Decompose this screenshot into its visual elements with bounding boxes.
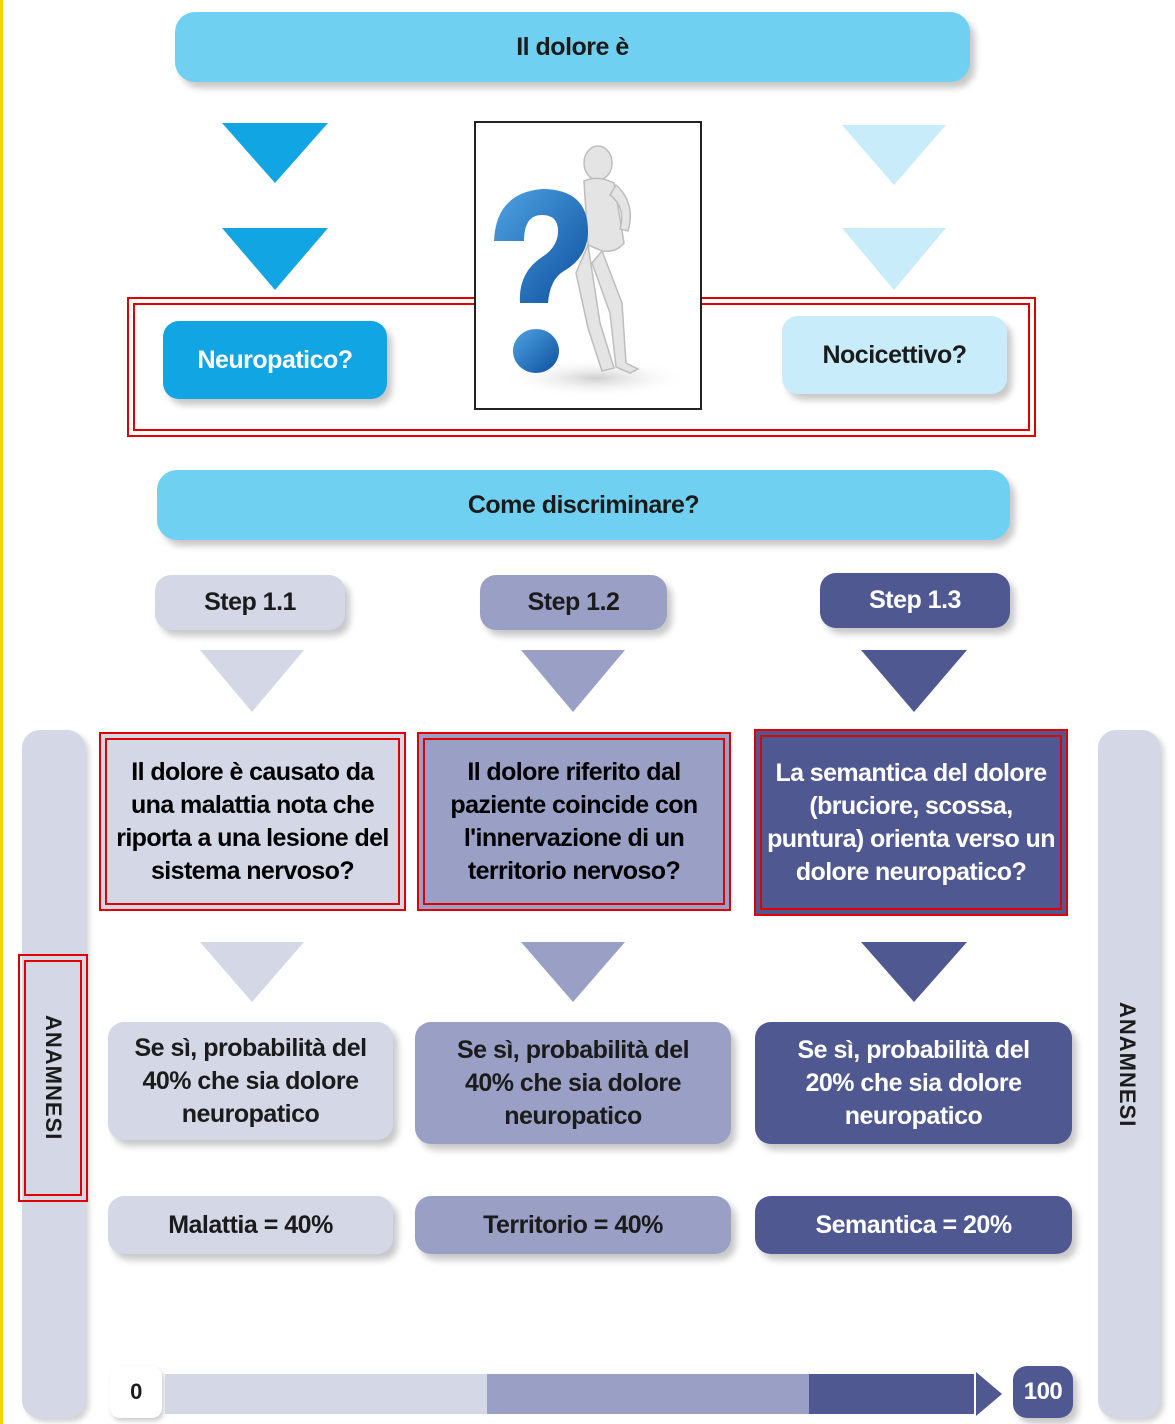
scale-segment-step-2: [487, 1374, 809, 1414]
step-result-text: Se sì, probabilità del 40% che sia dolor…: [134, 1033, 367, 1128]
arrow-down-icon: [861, 650, 967, 712]
left-sidebar-label-box: ANAMNESI: [18, 954, 88, 1202]
step-1-3-result: Se sì, probabilità del 20% che sia dolor…: [755, 1022, 1072, 1144]
step-1-3-pill: Step 1.3: [820, 573, 1010, 628]
step-summary-text: Malattia = 40%: [168, 1210, 333, 1239]
scale-start-label: 0: [130, 1379, 142, 1404]
scale-arrow-icon: [976, 1372, 1002, 1416]
arrow-down-icon: [200, 942, 304, 1002]
step-label: Step 1.3: [869, 586, 961, 614]
step-1-2-result: Se sì, probabilità del 40% che sia dolor…: [415, 1022, 731, 1144]
step-question-text: Il dolore riferito dal paziente coincide…: [450, 757, 698, 885]
step-question-text: Il dolore è causato da una malattia nota…: [116, 757, 389, 885]
neuropatico-label: Neuropatico?: [197, 345, 353, 374]
arrow-down-icon: [222, 123, 328, 183]
step-label: Step 1.2: [527, 588, 620, 616]
scale-end-label: 100: [1023, 1378, 1063, 1405]
step-1-1-question-bg: [100, 733, 405, 910]
question-title: Come discriminare?: [467, 490, 700, 519]
step-1-2-summary: Territorio = 40%: [415, 1196, 731, 1254]
step-label: Step 1.1: [204, 588, 296, 616]
arrow-down-icon: [861, 942, 967, 1002]
neuropatico-pill: Neuropatico?: [163, 321, 387, 399]
scale-start-badge: 0: [110, 1366, 162, 1418]
scale-bar: [165, 1374, 970, 1414]
header-pill: Il dolore è: [175, 12, 970, 82]
question-illustration: [474, 121, 702, 410]
left-sidebar: [22, 730, 85, 1418]
step-result-text: Se sì, probabilità del 40% che sia dolor…: [456, 1035, 690, 1130]
step-1-3-question-bg: [755, 730, 1067, 915]
arrow-down-icon: [200, 650, 304, 712]
left-sidebar-label: ANAMNESI: [41, 1015, 66, 1141]
nocicettivo-label: Nocicettivo?: [822, 340, 967, 369]
step-1-2-question-bg: [418, 733, 730, 910]
arrow-down-icon: [842, 125, 946, 185]
question-pill: Come discriminare?: [157, 470, 1010, 540]
right-sidebar-label: ANAMNESI: [1115, 1002, 1140, 1128]
step-1-1-result: Se sì, probabilità del 40% che sia dolor…: [108, 1022, 393, 1140]
step-1-1-question: Il dolore è causato da una malattia nota…: [99, 732, 406, 911]
header-title: Il dolore è: [516, 32, 629, 61]
right-sidebar: ANAMNESI: [1098, 730, 1160, 1418]
page-edge-strip: [0, 0, 3, 1424]
step-1-1-summary: Malattia = 40%: [108, 1196, 393, 1254]
step-summary-text: Territorio = 40%: [483, 1210, 663, 1239]
scale-segment-step-1: [165, 1374, 487, 1414]
step-question-text: La semantica del dolore (bruciore, scoss…: [767, 758, 1055, 886]
step-1-3-question: La semantica del dolore (bruciore, scoss…: [754, 729, 1068, 916]
step-1-3-summary: Semantica = 20%: [755, 1196, 1072, 1254]
scale-segment-step-3: [809, 1374, 970, 1414]
nocicettivo-pill: Nocicettivo?: [782, 316, 1007, 394]
scale-end-badge: 100: [1013, 1366, 1073, 1418]
step-summary-text: Semantica = 20%: [815, 1210, 1012, 1239]
arrow-down-icon: [521, 942, 625, 1002]
step-1-2-question: Il dolore riferito dal paziente coincide…: [417, 732, 731, 911]
arrow-down-icon: [842, 228, 946, 290]
scale-tick: [968, 1374, 974, 1414]
arrow-down-icon: [222, 228, 328, 290]
step-result-text: Se sì, probabilità del 20% che sia dolor…: [797, 1035, 1030, 1130]
arrow-down-icon: [521, 650, 625, 712]
step-1-2-pill: Step 1.2: [480, 575, 667, 630]
question-mark-figure-icon: [494, 145, 691, 398]
step-1-1-pill: Step 1.1: [155, 575, 345, 630]
